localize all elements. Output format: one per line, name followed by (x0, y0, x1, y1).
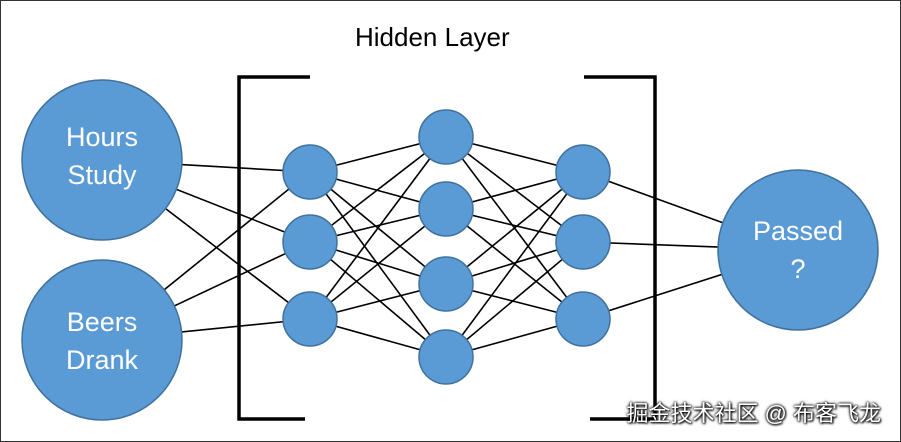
hidden-node-l3-1 (555, 144, 611, 200)
nodes-group (21, 79, 879, 421)
hidden-node-l3-2 (555, 214, 611, 270)
bracket-right (584, 75, 657, 421)
input-node-2 (21, 259, 183, 421)
hidden-node-l2-1 (418, 109, 474, 165)
output-node-label: Passed ? (738, 212, 858, 288)
input-node-label-1: Hours Study (42, 118, 162, 194)
input-node-1-line-1: Hours (65, 122, 139, 152)
input-node-2-line-2: Drank (65, 345, 139, 375)
hidden-node-l2-2 (418, 181, 474, 237)
edge-2-3-to-0 (445, 171, 584, 358)
bracket-left (237, 75, 310, 421)
edge-1-1-to-3 (309, 241, 447, 358)
hidden-node-l2-3 (418, 256, 474, 312)
edge-2-0-to-1 (445, 136, 584, 243)
hidden-node-l1-3 (282, 291, 338, 347)
input-node-label-2: Beers Drank (42, 303, 162, 379)
edge-2-3-to-1 (445, 241, 584, 358)
edges-group (101, 136, 799, 358)
edge-1-2-to-1 (309, 208, 447, 320)
output-node (717, 169, 879, 331)
input-node-1 (21, 79, 183, 241)
output-node-line-1: Passed (752, 216, 844, 246)
input-node-1-line-2: Study (67, 160, 137, 190)
hidden-layer-bracket (237, 75, 657, 421)
hidden-node-l2-4 (418, 329, 474, 385)
input-node-2-line-1: Beers (66, 307, 138, 337)
hidden-layer-title: Hidden Layer (355, 22, 510, 52)
output-node-line-2: ? (790, 254, 806, 284)
hidden-node-l1-2 (282, 214, 338, 270)
hidden-node-l1-1 (282, 144, 338, 200)
edge-1-2-to-0 (309, 136, 447, 320)
hidden-node-l3-3 (555, 291, 611, 347)
edge-1-1-to-0 (309, 136, 447, 243)
watermark: 掘金技术社区 @ 布客飞龙 (626, 401, 881, 426)
edge-2-2-to-0 (445, 171, 584, 285)
